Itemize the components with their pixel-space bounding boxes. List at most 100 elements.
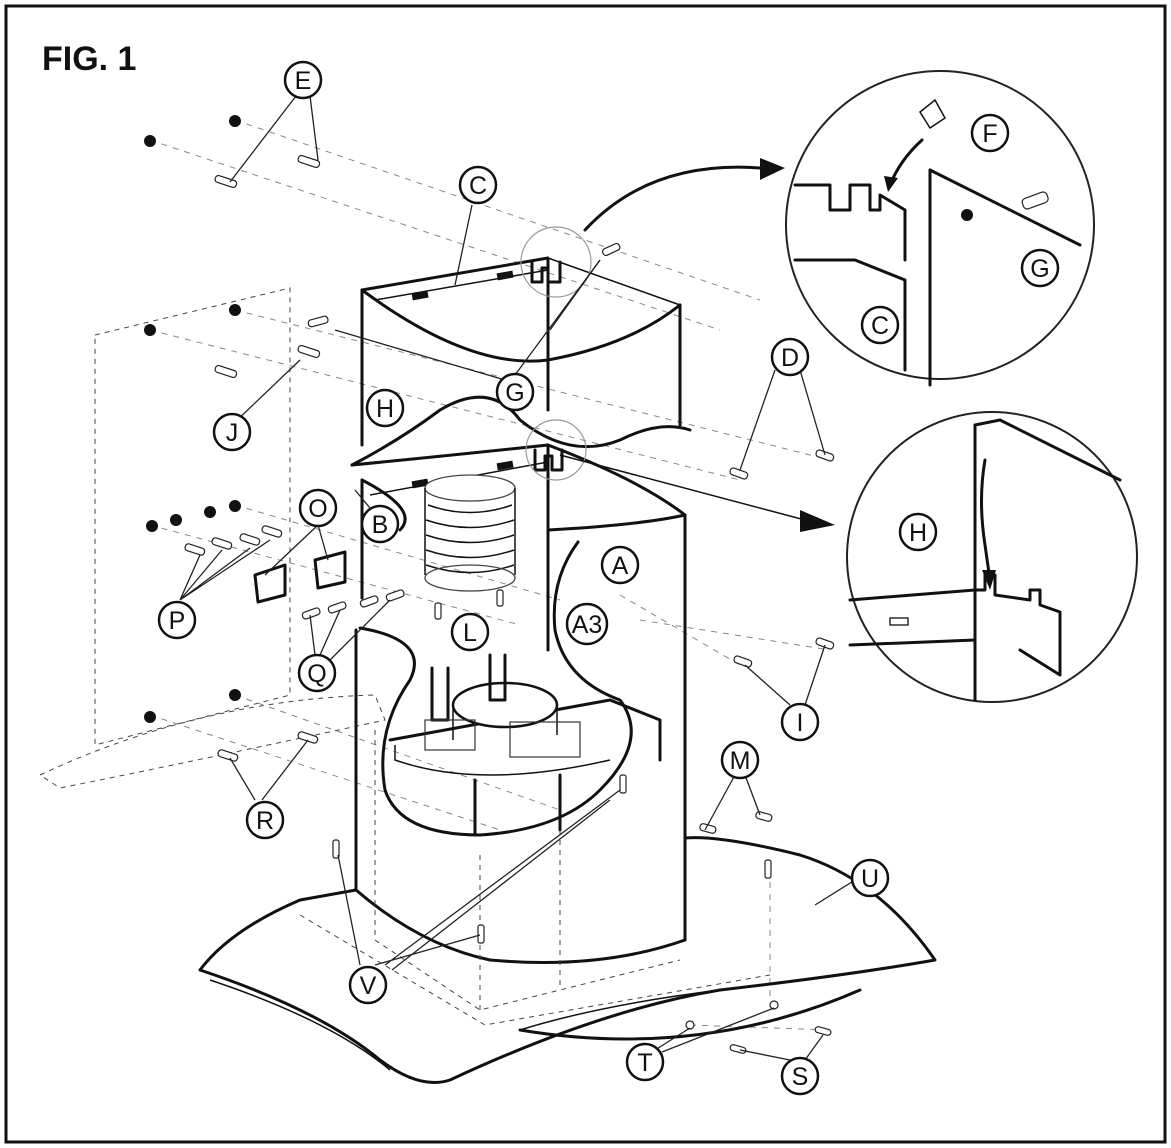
screw-icon <box>764 859 772 879</box>
label-I: I <box>797 709 804 737</box>
nut-icon <box>144 324 156 336</box>
screw-icon <box>815 637 835 650</box>
callout-circle <box>495 372 535 412</box>
screw-icon <box>332 839 340 859</box>
screw-icon <box>755 811 773 822</box>
label-H-detail: H <box>909 519 927 547</box>
callout-arrows <box>559 158 835 532</box>
nut-icon <box>229 115 241 127</box>
callout-circle <box>625 1042 665 1082</box>
screw-icon <box>601 242 621 257</box>
part-callouts: E C F G C D J G H H O B A A3 P L Q <box>157 60 1060 1096</box>
upper-chimney <box>350 256 692 467</box>
callout-circle <box>365 388 405 428</box>
screw-icon <box>699 823 717 834</box>
screw-icon <box>217 749 239 762</box>
label-O: O <box>308 495 327 523</box>
nut-icon <box>144 135 156 147</box>
mounting-brackets <box>253 550 347 604</box>
screw-icon <box>211 537 233 550</box>
label-P: P <box>169 607 186 635</box>
label-S: S <box>792 1063 809 1091</box>
callout-circle <box>780 1056 820 1096</box>
label-Q: Q <box>307 660 326 688</box>
callout-circle <box>360 504 400 544</box>
motor-housing <box>388 653 662 837</box>
screws <box>184 154 835 1054</box>
flex-duct <box>424 474 516 592</box>
label-F: F <box>982 120 997 148</box>
label-M: M <box>730 747 751 775</box>
label-U: U <box>861 865 879 893</box>
screw-icon <box>297 731 319 744</box>
figure-title: FIG. 1 <box>42 40 136 78</box>
nut-icon <box>170 514 182 526</box>
wall-nuts <box>144 115 241 723</box>
callout-circle <box>348 965 388 1005</box>
callout-circle <box>850 858 890 898</box>
leader-lines <box>179 95 856 1061</box>
label-B: B <box>372 511 389 539</box>
screw-icon <box>814 1026 832 1036</box>
label-E: E <box>295 67 312 95</box>
callout-circle <box>720 740 760 780</box>
label-H: H <box>376 395 394 423</box>
detail-circle-top <box>520 70 1095 387</box>
callout-circle <box>780 702 820 742</box>
label-J: J <box>226 419 239 447</box>
screw-icon <box>733 655 753 668</box>
callout-circle <box>970 113 1010 153</box>
washer-icon <box>769 1000 779 1010</box>
callout-circle <box>245 800 285 840</box>
label-C: C <box>469 172 487 200</box>
nut-icon <box>204 506 216 518</box>
callout-circle <box>283 60 323 100</box>
nut-icon <box>229 689 241 701</box>
screw-icon <box>261 525 283 538</box>
glass-canopy <box>198 836 937 1084</box>
screw-icon <box>434 602 442 620</box>
label-D: D <box>781 344 799 372</box>
screw-icon <box>815 449 835 462</box>
label-L: L <box>463 619 477 647</box>
callout-circle <box>860 305 900 345</box>
callout-circle <box>212 412 252 452</box>
hood-body-hidden <box>299 730 771 1026</box>
label-G: G <box>505 379 524 407</box>
washer-icon <box>685 1020 695 1030</box>
screw-icon <box>297 154 321 169</box>
callout-circle <box>450 612 490 652</box>
alignment-lines <box>149 119 831 1031</box>
callout-circle <box>1020 248 1060 288</box>
screw-icon <box>327 601 347 614</box>
screw-icon <box>385 589 405 602</box>
screw-icon <box>359 595 379 608</box>
screw-icon <box>729 1044 747 1054</box>
label-V: V <box>360 972 377 1000</box>
label-A: A <box>612 552 629 580</box>
figure-border <box>4 4 1167 1144</box>
callout-circle <box>600 545 640 585</box>
screw-icon <box>297 344 321 359</box>
callout-circle <box>770 337 810 377</box>
screw-icon <box>307 315 329 328</box>
screw-icon <box>239 533 261 546</box>
label-A3: A3 <box>572 611 603 639</box>
label-T: T <box>637 1049 652 1077</box>
screw-icon <box>184 543 206 556</box>
screw-icon <box>301 607 321 620</box>
nut-icon <box>229 500 241 512</box>
screw-icon <box>477 924 485 944</box>
screw-icon <box>214 364 238 379</box>
wall-bracket-outline <box>38 287 386 789</box>
nut-icon <box>144 711 156 723</box>
label-G-detail: G <box>1030 255 1049 283</box>
screw-icon <box>619 774 627 794</box>
nut-icon <box>146 520 158 532</box>
callout-circle <box>298 488 338 528</box>
detail-circle-bottom <box>525 411 1138 703</box>
screw-icon <box>496 589 504 607</box>
label-C-detail: C <box>871 312 889 340</box>
